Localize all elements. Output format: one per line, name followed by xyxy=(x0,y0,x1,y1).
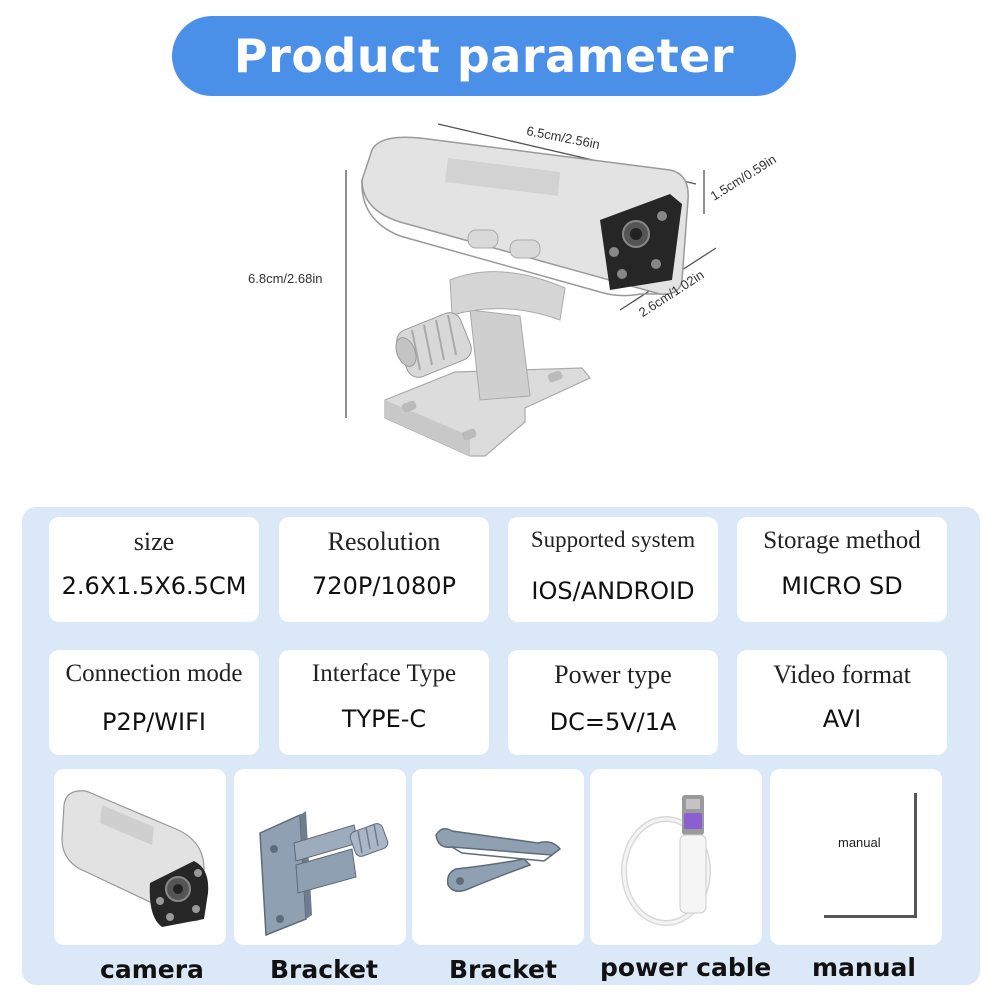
accessory-manual: manual xyxy=(770,769,942,945)
param-value: MICRO SD xyxy=(781,572,903,600)
accessory-caption-camera: camera xyxy=(100,955,204,984)
param-card-interface-type: Interface Type TYPE-C xyxy=(279,650,489,755)
param-label: Resolution xyxy=(327,527,441,556)
accessory-camera xyxy=(54,769,226,945)
param-card-storage-method: Storage method MICRO SD xyxy=(737,517,947,622)
accessory-caption-bracket-wall: Bracket xyxy=(270,955,378,984)
param-label: Connection mode xyxy=(65,660,243,687)
param-card-power-type: Power type DC=5V/1A xyxy=(508,650,718,755)
accessory-bracket-wall xyxy=(234,769,406,945)
accessory-caption-bracket-flat: Bracket xyxy=(449,955,557,984)
title-banner: Product parameter xyxy=(172,16,796,96)
wall-bracket-icon xyxy=(259,811,389,937)
param-value: AVI xyxy=(822,705,862,733)
param-card-connection-mode: Connection mode P2P/WIFI xyxy=(49,650,259,755)
param-value: TYPE-C xyxy=(341,705,427,733)
param-label: Power type xyxy=(554,660,672,689)
accessory-caption-manual: manual xyxy=(812,953,916,982)
param-label: Storage method xyxy=(763,527,921,554)
camera-product-illustration xyxy=(345,123,717,457)
flat-bracket-icon xyxy=(435,828,562,892)
accessory-power-cable xyxy=(590,769,762,945)
param-value: P2P/WIFI xyxy=(102,708,206,736)
param-value: DC=5V/1A xyxy=(549,708,677,736)
param-label: size xyxy=(133,527,175,556)
accessory-caption-power-cable: power cable xyxy=(600,953,772,982)
manual-icon: manual xyxy=(824,793,917,918)
usb-cable-icon xyxy=(621,795,711,926)
param-label: Video format xyxy=(773,660,911,689)
param-card-resolution: Resolution 720P/1080P xyxy=(279,517,489,622)
camera-icon xyxy=(61,790,209,927)
param-label: Interface Type xyxy=(311,660,457,687)
param-card-video-format: Video format AVI xyxy=(737,650,947,755)
dimension-total-height: 6.8cm/2.68in xyxy=(248,271,323,286)
param-card-size: size 2.6X1.5X6.5CM xyxy=(49,517,259,622)
page-title: Product parameter xyxy=(233,29,735,83)
param-value: 2.6X1.5X6.5CM xyxy=(61,572,247,600)
manual-cover-text: manual xyxy=(838,835,881,850)
param-label: Supported system xyxy=(530,527,696,552)
param-card-supported-system: Supported system IOS/ANDROID xyxy=(508,517,718,622)
param-value: IOS/ANDROID xyxy=(531,577,695,605)
accessory-bracket-flat xyxy=(412,769,584,945)
param-value: 720P/1080P xyxy=(312,572,456,600)
